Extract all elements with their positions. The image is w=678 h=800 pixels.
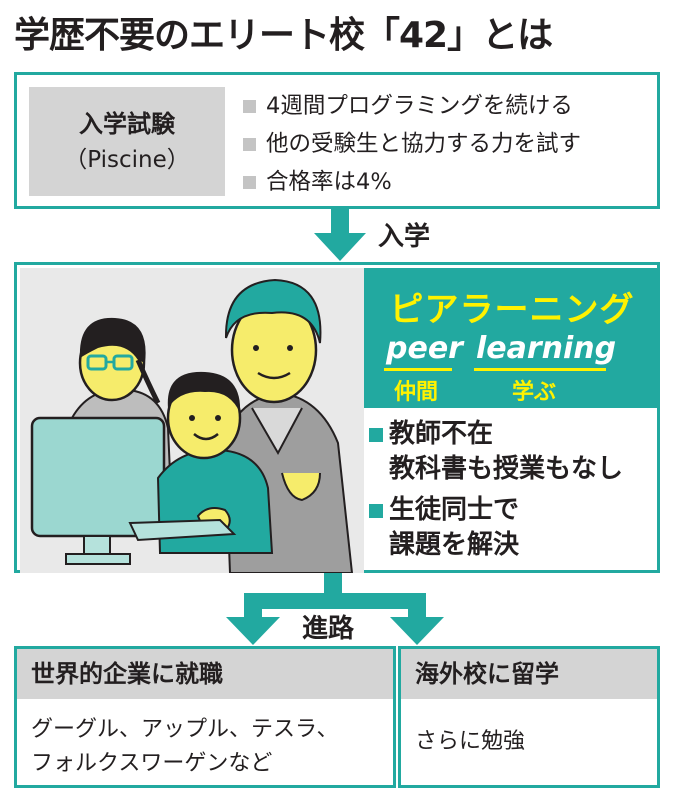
page-title: 学歴不要のエリート校「42」とは (14, 15, 553, 56)
outcome-body: さらに勉強 (401, 699, 657, 773)
arrow-label-career: 進路 (302, 614, 355, 644)
peer-learning-box: ピアラーニング peer learning 仲間 学ぶ 教師不在 教科書も授業も… (14, 262, 660, 573)
bullet-square-icon (369, 504, 383, 518)
feature-line: 課題を解決 (389, 530, 520, 560)
outcome-line: グーグル、アップル、テスラ、 (31, 717, 339, 742)
bullet-square-icon (369, 428, 383, 442)
feature-list: 教師不在 教科書も授業もなし 生徒同士で 課題を解決 (369, 417, 649, 569)
students-illustration (20, 268, 364, 573)
exam-label: 入学試験 (79, 109, 175, 138)
outcome-title: 世界的企業に就職 (17, 649, 393, 699)
exam-item: 4週間プログラミングを続ける (243, 87, 581, 125)
split-arrow-icon (226, 573, 444, 645)
feature-line: 教科書も授業もなし (389, 454, 624, 484)
exam-sublabel: （Piscine） (64, 146, 190, 173)
feature-text: 生徒同士で 課題を解決 (389, 493, 519, 563)
exam-item-text: 他の受験生と協力する力を試す (266, 131, 582, 157)
exam-list: 4週間プログラミングを続ける 他の受験生と協力する力を試す 合格率は4% (243, 87, 581, 201)
outcome-title: 海外校に留学 (401, 649, 657, 699)
feature-line: 教師不在 (389, 419, 494, 449)
bullet-square-icon (243, 99, 256, 113)
peer-learning-title: ピアラーニング (389, 290, 635, 330)
learning-word: learning (476, 331, 617, 366)
peer-translation: 仲間 (394, 380, 439, 405)
exam-item-text: 4週間プログラミングを続ける (266, 93, 573, 119)
outcome-box-employment: 世界的企業に就職 グーグル、アップル、テスラ、 フォルクスワーゲンなど (14, 646, 396, 788)
outcome-box-study-abroad: 海外校に留学 さらに勉強 (398, 646, 660, 788)
exam-item: 他の受験生と協力する力を試す (243, 125, 581, 163)
bullet-square-icon (243, 137, 256, 151)
outcome-body: グーグル、アップル、テスラ、 フォルクスワーゲンなど (17, 699, 393, 795)
peer-word: peer (386, 331, 463, 366)
exam-item: 合格率は4% (243, 163, 581, 201)
exam-item-text: 合格率は4% (266, 169, 392, 195)
peer-learning-panel: ピアラーニング peer learning 仲間 学ぶ (364, 268, 660, 408)
outcome-line: さらに勉強 (415, 729, 526, 754)
feature-item: 教師不在 教科書も授業もなし (369, 417, 649, 487)
exam-label-box: 入学試験 （Piscine） (29, 87, 225, 196)
learning-translation: 学ぶ (512, 380, 557, 405)
outcome-line: フォルクスワーゲンなど (31, 751, 273, 776)
peer-underline (384, 368, 452, 371)
feature-text: 教師不在 教科書も授業もなし (389, 417, 623, 487)
bullet-square-icon (243, 175, 256, 189)
learning-underline (474, 368, 606, 371)
down-arrow-icon (314, 209, 366, 261)
feature-item: 生徒同士で 課題を解決 (369, 493, 649, 563)
arrow-label-enroll: 入学 (378, 222, 431, 252)
exam-box: 入学試験 （Piscine） 4週間プログラミングを続ける 他の受験生と協力する… (14, 72, 660, 209)
feature-line: 生徒同士で (389, 495, 520, 525)
